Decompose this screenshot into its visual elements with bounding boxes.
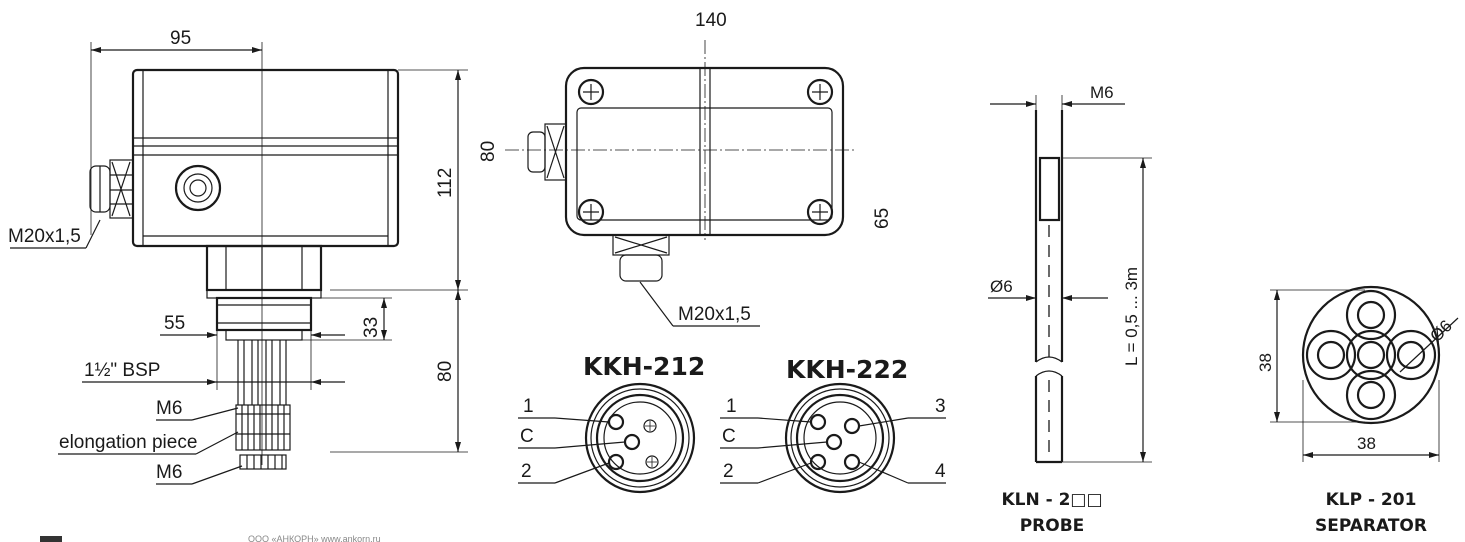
separator-name-caption: SEPARATOR (1315, 516, 1427, 536)
separator-height-label: 38 (1256, 353, 1275, 372)
separator-model-caption: KLP - 201 (1326, 490, 1417, 510)
dim-width-label: 95 (170, 28, 191, 49)
m6-bottom-label: M6 (156, 462, 182, 483)
dim-probe-length-label: 80 (435, 361, 456, 382)
probe-drawing: M6 Ø6 L = 0,5 ... 3m KLN - 2□□ PROBE (988, 83, 1152, 536)
footer: ООО «АНКОРН» www.ankorn.ru (40, 534, 381, 542)
gland-label: M20x1,5 (8, 226, 81, 247)
bsp-label: 1½" BSP (84, 360, 160, 381)
connector-title: KKH-212 (583, 352, 705, 381)
pin-1-label: 1 (726, 396, 737, 417)
dim-length-label: 140 (695, 10, 727, 31)
electrode-rods (237, 340, 287, 405)
probe-length-label: L = 0,5 ... 3m (1122, 267, 1141, 366)
pin-c-label: C (520, 426, 534, 447)
footer-text: ООО «АНКОРН» www.ankorn.ru (248, 534, 381, 542)
probe-thread-label: M6 (1090, 83, 1114, 102)
separator-width-label: 38 (1357, 434, 1376, 453)
dim-hex-label: 55 (164, 313, 185, 334)
dim-thread-length-label: 33 (361, 317, 382, 338)
top-gland-label: M20x1,5 (678, 304, 751, 325)
connector-kkh-212: KKH-212 1 C 2 (518, 352, 705, 494)
probe-model-caption: KLN - 2□□ (1001, 490, 1102, 510)
housing-side-view: 95 M20x1,5 112 (8, 28, 468, 485)
pin-2-label: 2 (521, 461, 532, 482)
connector-kkh-222: KKH-222 1 C 2 3 4 (720, 355, 946, 494)
housing-top-view: 140 M20x1,5 80 65 (478, 10, 893, 327)
pin-3-label: 3 (935, 396, 946, 417)
dim-height-label: 112 (435, 168, 456, 198)
footer-logo-icon (40, 536, 62, 542)
elongation-label: elongation piece (59, 432, 197, 453)
pin-2-label: 2 (723, 461, 734, 482)
pin-4-label: 4 (935, 461, 946, 482)
pin-c-label: C (722, 426, 736, 447)
dim-inner-label: 65 (872, 208, 893, 229)
connector-title: KKH-222 (786, 355, 908, 384)
probe-name-caption: PROBE (1020, 516, 1085, 536)
dim-width-top-label: 80 (478, 141, 499, 162)
separator-drawing: 38 38 Ø6 KLP - 201 SEPARATOR (1256, 285, 1459, 536)
pin-1-label: 1 (523, 396, 534, 417)
m6-top-label: M6 (156, 398, 182, 419)
probe-diameter-label: Ø6 (990, 277, 1013, 296)
